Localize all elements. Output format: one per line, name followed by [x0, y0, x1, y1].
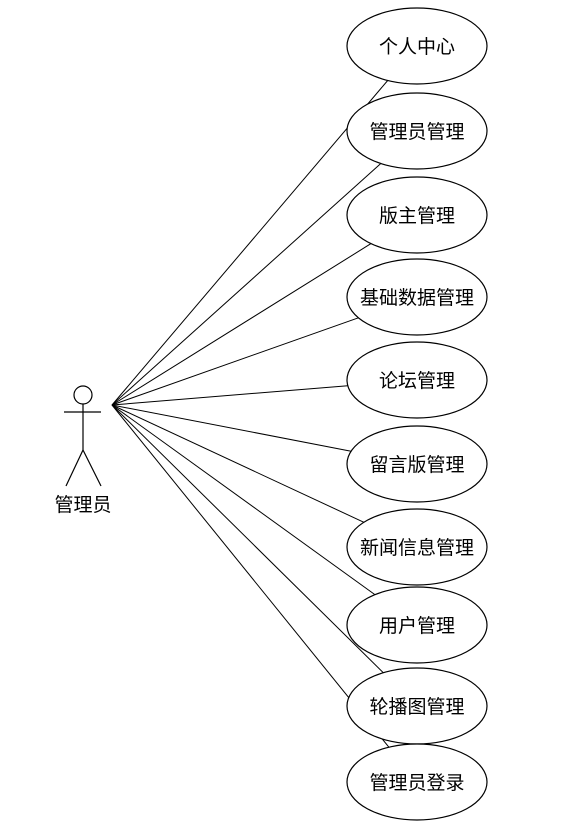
association-line — [111, 404, 376, 596]
association-line — [111, 80, 389, 406]
association-line — [111, 404, 352, 452]
association-line — [111, 404, 384, 674]
use-case: 基础数据管理 — [346, 258, 488, 336]
use-case-label: 管理员管理 — [369, 121, 464, 143]
use-case: 轮播图管理 — [346, 667, 488, 745]
use-case-ellipse — [346, 508, 488, 586]
association-line — [111, 243, 372, 406]
use-case: 版主管理 — [346, 176, 488, 254]
use-case-label: 新闻信息管理 — [360, 537, 474, 559]
use-case-ellipse — [346, 341, 488, 419]
use-case-ellipse — [346, 425, 488, 503]
use-case-label: 基础数据管理 — [360, 287, 474, 309]
actor-administrator: 管理员 — [54, 385, 112, 516]
use-case-ellipse — [346, 258, 488, 336]
actor-label: 管理员 — [54, 494, 111, 516]
use-case: 论坛管理 — [346, 341, 488, 419]
actor-right-leg — [82, 449, 102, 487]
use-case: 新闻信息管理 — [346, 508, 488, 586]
use-cases: 个人中心管理员管理版主管理基础数据管理论坛管理留言版管理新闻信息管理用户管理轮播… — [346, 7, 488, 821]
use-case: 留言版管理 — [346, 425, 488, 503]
use-case-label: 论坛管理 — [379, 370, 455, 392]
use-case-label: 留言版管理 — [369, 454, 464, 476]
actor-head — [73, 385, 93, 405]
use-case-label: 用户管理 — [379, 615, 455, 637]
association-line — [111, 385, 348, 406]
use-case-ellipse — [346, 586, 488, 664]
association-line — [111, 317, 359, 406]
use-case: 管理员管理 — [346, 92, 488, 170]
associations — [111, 80, 390, 748]
use-case-label: 轮播图管理 — [369, 696, 464, 718]
use-case: 用户管理 — [346, 586, 488, 664]
use-case-label: 版主管理 — [379, 205, 455, 227]
use-case-ellipse — [346, 743, 488, 821]
use-case-ellipse — [346, 92, 488, 170]
association-line — [111, 163, 382, 406]
association-line — [111, 404, 390, 748]
use-case-label: 管理员登录 — [369, 772, 464, 794]
actor-left-leg — [65, 449, 84, 487]
use-case: 管理员登录 — [346, 743, 488, 821]
use-case-ellipse — [346, 7, 488, 85]
association-line — [111, 404, 365, 523]
use-case-label: 个人中心 — [379, 36, 455, 58]
use-case: 个人中心 — [346, 7, 488, 85]
use-case-ellipse — [346, 176, 488, 254]
